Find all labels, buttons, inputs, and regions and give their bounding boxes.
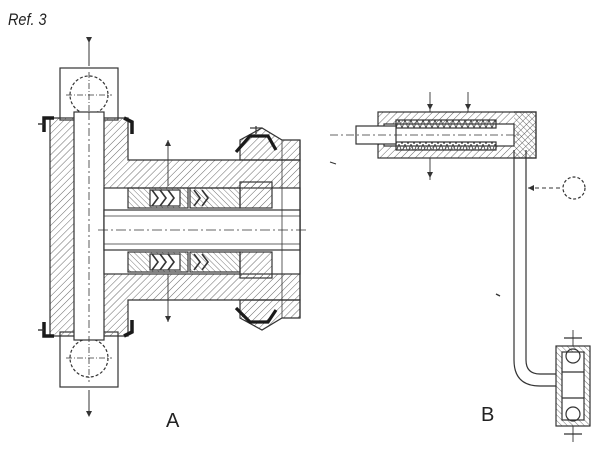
feed-tube [513,150,556,387]
figure-a-rotary-union [38,37,306,417]
bottom-port-block [59,331,119,388]
port-seal-clips [42,116,134,338]
horizontal-cylinder [330,111,537,159]
figure-b-assembly [329,92,591,442]
sensor-circle [562,176,586,200]
valve-body [555,330,591,442]
rotating-shaft [98,209,306,251]
figure-a-label: A [166,410,180,432]
figure-b-label: B [481,404,495,426]
reference-label: Ref. 3 [8,10,47,29]
top-port-block [59,67,119,121]
lower-seal-stack [127,251,273,279]
upper-seal-stack [127,181,273,209]
gear-teeth [234,134,278,324]
